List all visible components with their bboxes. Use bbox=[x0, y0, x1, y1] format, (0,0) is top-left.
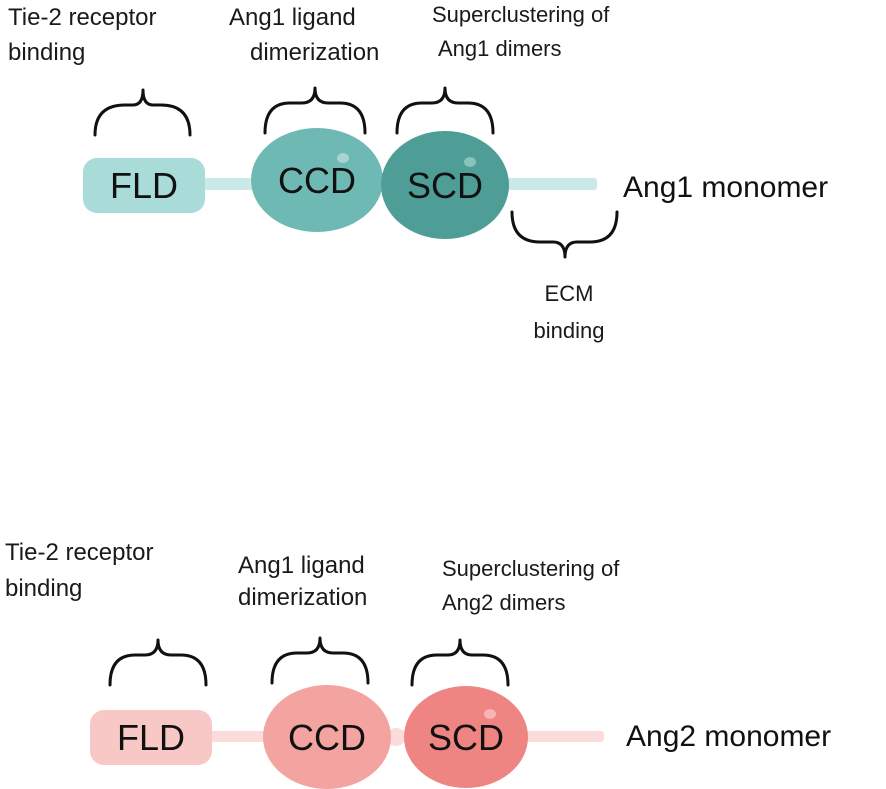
ang1-dimer-brace bbox=[263, 86, 367, 135]
ang2-scd-highlight bbox=[484, 709, 496, 719]
ang1-fld-domain bbox=[83, 158, 205, 213]
ang2-ccd-label: CCD bbox=[288, 717, 366, 758]
ang2-monomer-label: Ang2 monomer bbox=[626, 720, 831, 753]
ang1-receptor-label-line1: Tie-2 receptor bbox=[8, 4, 157, 31]
ang2-fld-label: FLD bbox=[117, 717, 185, 758]
ang2-linker-fld-ccd bbox=[205, 731, 275, 742]
ang2-fld-domain bbox=[90, 710, 212, 765]
ang1-ccd-label: CCD bbox=[278, 160, 356, 201]
ang1-ecm-brace bbox=[510, 210, 619, 259]
ang2-ccd-domain bbox=[263, 685, 391, 789]
ang2-linker-tail bbox=[520, 731, 604, 742]
ang2-super-label-line1: Superclustering of bbox=[442, 556, 620, 581]
ang2-receptor-label-line1: Tie-2 receptor bbox=[5, 539, 154, 566]
ang1-super-label-line2: Ang1 dimers bbox=[438, 36, 562, 61]
ang1-ccd-highlight bbox=[337, 153, 349, 163]
ang1-linker-tail bbox=[505, 178, 597, 190]
ang2-receptor-label-line2: binding bbox=[5, 575, 82, 602]
ang2-dimer-label-line1: Ang1 ligand bbox=[238, 552, 365, 579]
ang1-receptor-label-line2: binding bbox=[8, 39, 85, 66]
ang1-scd-highlight bbox=[464, 157, 476, 167]
ang2-dimer-label-line2: dimerization bbox=[238, 584, 367, 611]
ang1-ecm-label-line2: binding bbox=[534, 318, 605, 343]
ang1-dimer-label-line2: dimerization bbox=[250, 39, 379, 66]
ang2-scd-label: SCD bbox=[428, 717, 504, 758]
ang1-super-brace bbox=[395, 86, 495, 135]
ang2-linker-bead bbox=[386, 728, 406, 746]
ang1-fld-label: FLD bbox=[110, 165, 178, 206]
ang1-scd-domain bbox=[381, 131, 509, 239]
ang1-monomer-label: Ang1 monomer bbox=[623, 171, 828, 204]
ang2-dimer-brace bbox=[270, 636, 370, 685]
ang2-super-brace bbox=[410, 638, 510, 687]
ang2-receptor-brace bbox=[108, 638, 208, 687]
ang1-ecm-label-line1: ECM bbox=[545, 281, 594, 306]
ang1-dimer-label-line1: Ang1 ligand bbox=[229, 4, 356, 31]
ang2-super-label-line2: Ang2 dimers bbox=[442, 590, 566, 615]
ang1-diagram: Tie-2 receptor binding Ang1 ligand dimer… bbox=[8, 2, 828, 343]
ang1-scd-label: SCD bbox=[407, 165, 483, 206]
ang2-scd-domain bbox=[404, 686, 528, 788]
ang1-receptor-brace bbox=[93, 88, 192, 137]
ang1-linker-fld-ccd bbox=[198, 178, 260, 190]
ang1-ccd-domain bbox=[251, 128, 383, 232]
ang2-diagram: Tie-2 receptor binding Ang1 ligand dimer… bbox=[5, 539, 831, 789]
ang1-super-label-line1: Superclustering of bbox=[432, 2, 610, 27]
